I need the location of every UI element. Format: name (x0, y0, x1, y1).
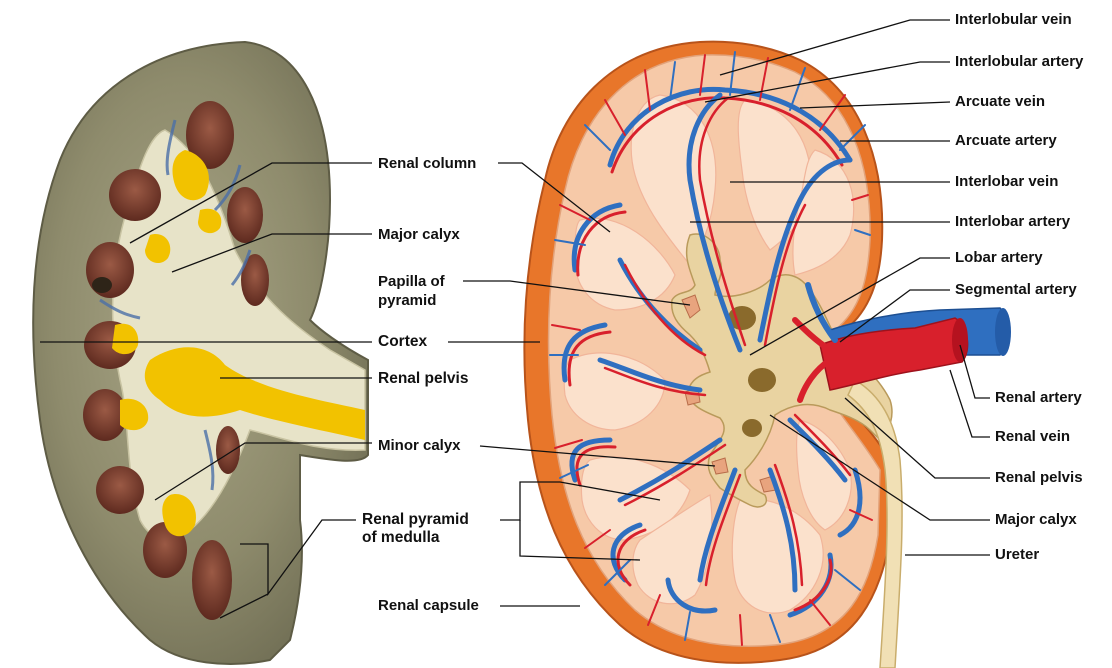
label-papilla-line2: pyramid (378, 292, 436, 309)
label-renal-capsule: Renal capsule (378, 597, 479, 614)
label-renal-pyramid-line2: of medulla (362, 529, 440, 546)
label-lobar-artery: Lobar artery (955, 249, 1043, 266)
label-minor-calyx: Minor calyx (378, 437, 461, 454)
label-renal-pyramid-line1: Renal pyramid (362, 511, 469, 528)
label-renal-vein: Renal vein (995, 428, 1070, 445)
label-renal-pelvis-left: Renal pelvis (378, 370, 468, 387)
label-renal-artery: Renal artery (995, 389, 1082, 406)
label-interlobar-vein: Interlobar vein (955, 173, 1058, 190)
label-interlobular-artery: Interlobular artery (955, 53, 1083, 70)
label-arcuate-vein: Arcuate vein (955, 93, 1045, 110)
label-major-calyx-right: Major calyx (995, 511, 1077, 528)
label-major-calyx-left: Major calyx (378, 226, 460, 243)
label-papilla-line1: Papilla of (378, 273, 445, 290)
label-arcuate-artery: Arcuate artery (955, 132, 1057, 149)
label-renal-column: Renal column (378, 155, 476, 172)
label-cortex: Cortex (378, 333, 427, 350)
label-renal-pelvis-right: Renal pelvis (995, 469, 1083, 486)
label-interlobar-artery: Interlobar artery (955, 213, 1070, 230)
label-interlobular-vein: Interlobular vein (955, 11, 1072, 28)
label-ureter: Ureter (995, 546, 1039, 563)
label-segmental-artery: Segmental artery (955, 281, 1077, 298)
